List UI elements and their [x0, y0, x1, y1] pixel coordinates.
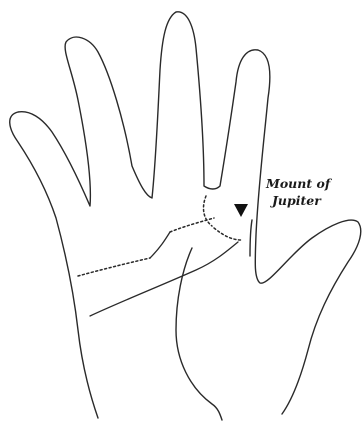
heart-line [150, 232, 170, 258]
thumb-mount-outline [176, 248, 222, 420]
mount-label-line1: Mount of [265, 176, 333, 191]
mount-marker-arrow [234, 204, 248, 217]
junction-line-dotted [214, 228, 242, 240]
hand-outline [10, 12, 361, 418]
head-line [90, 242, 238, 316]
mount-label-line2: Jupiter [270, 193, 322, 208]
finger-crease [204, 196, 212, 226]
heart-line-dotted [170, 218, 214, 232]
index-base-outline [250, 220, 252, 256]
head-line-dotted [78, 258, 150, 276]
